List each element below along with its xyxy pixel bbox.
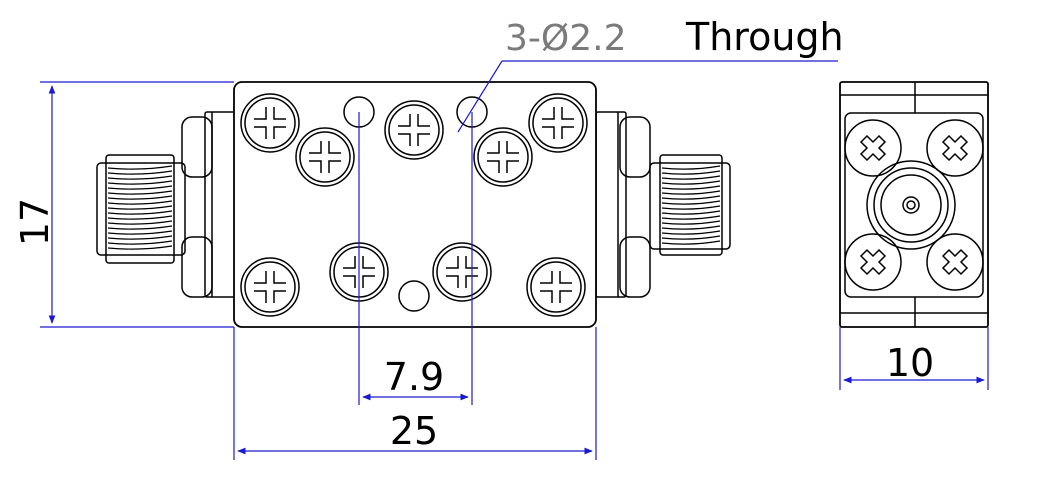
side-view — [839, 81, 989, 328]
hole-spec-label: 3-Ø2.2 — [505, 18, 626, 59]
hole-note-label: Through — [685, 15, 844, 59]
filter-body — [233, 81, 597, 328]
phillips-screw — [526, 257, 586, 317]
phillips-screw — [528, 93, 588, 153]
height-dimension-label: 17 — [13, 198, 57, 246]
sma-center-pin — [902, 196, 920, 214]
dimension-lines — [40, 60, 989, 460]
left-sma-connector — [96, 111, 236, 298]
phillips-screw — [432, 242, 492, 302]
mounting-hole — [398, 280, 430, 312]
cross-screw — [844, 233, 902, 291]
cross-screw — [926, 119, 984, 177]
sma-port-outer — [866, 160, 956, 250]
cross-screw — [844, 119, 902, 177]
total-width-dimension-label: 25 — [390, 409, 438, 453]
right-sma-connector — [595, 111, 731, 298]
phillips-screw — [295, 127, 355, 187]
phillips-screw — [240, 93, 300, 153]
hole-spacing-dimension-label: 7.9 — [384, 355, 444, 399]
front-view — [96, 81, 731, 328]
phillips-screw — [240, 257, 300, 317]
side-width-dimension-label: 10 — [886, 341, 934, 385]
phillips-screw — [384, 100, 444, 160]
phillips-screw — [473, 127, 533, 187]
cross-screw — [926, 233, 984, 291]
